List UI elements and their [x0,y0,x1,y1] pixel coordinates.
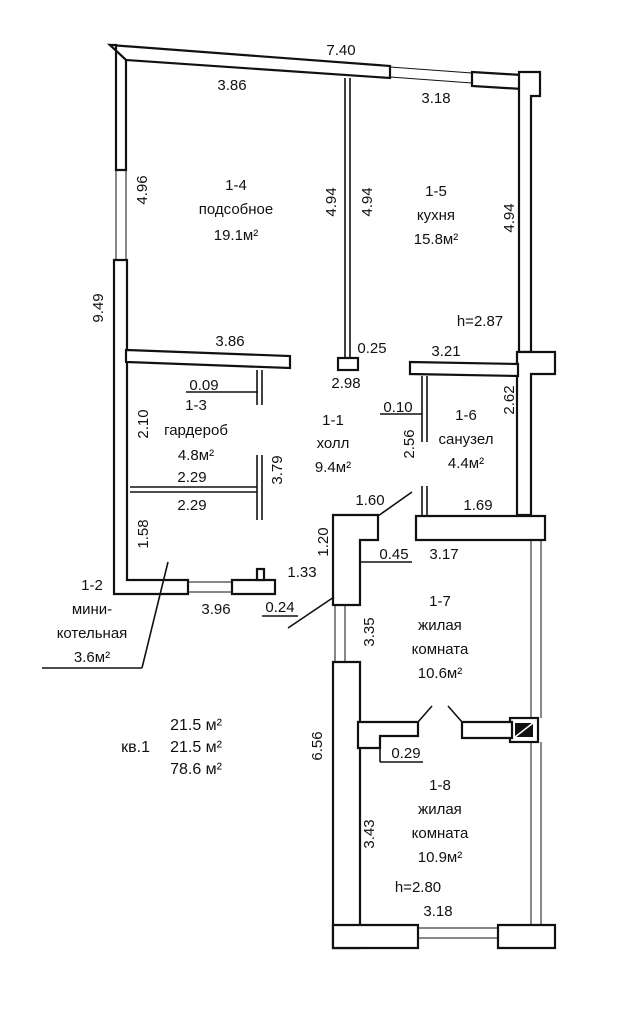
total-line-1: 21.5 м² [170,717,223,734]
room-1-1-area: 9.4м² [315,459,351,476]
room-1-8-id: 1-8 [429,777,451,794]
total-prefix: кв.1 [121,739,150,756]
wall-corridor-upper [331,513,380,607]
room-1-6-name: санузел [439,431,494,448]
wall-sanuzel-bottom [414,514,547,542]
dim-right-upper: 4.94 [501,203,518,232]
room-1-7-id: 1-7 [429,593,451,610]
dim-top-left: 3.86 [217,77,246,94]
dim-wall-386: 3.86 [215,333,244,350]
dim-left-upper: 4.96 [134,175,151,204]
dim-h2: h=2.80 [395,879,441,896]
room-1-5-name: кухня [417,207,455,224]
window-left [115,170,127,260]
dim-318: 3.18 [423,903,452,920]
window-bottom [418,927,498,939]
dim-mid-left-b: 4.94 [359,187,376,216]
room-1-4-name: подсобное [199,201,273,218]
partition-sanuzel [421,376,428,516]
window-corridor [334,605,346,662]
room-1-5-area: 15.8м² [414,231,459,248]
room-1-2-id: 1-2 [81,577,103,594]
room-1-7-name-2: комната [412,641,469,658]
dim-009: 0.09 [189,377,218,394]
dim-post-298: 2.98 [331,375,360,392]
wall-boiler-bottom [230,578,277,596]
room-1-1-id: 1-1 [322,412,344,429]
wall-321 [408,360,520,378]
room-1-8-area: 10.9м² [418,849,463,866]
room-1-6-id: 1-6 [455,407,477,424]
chimney [508,716,540,744]
dim-post-025: 0.25 [357,340,386,357]
dim-top-right: 3.18 [421,90,450,107]
dim-top: 7.40 [326,42,355,59]
dim-169: 1.69 [463,497,492,514]
room-1-2-name-2: котельная [57,625,128,642]
leader-lines [42,391,423,763]
post-025 [336,356,360,372]
window-top [389,66,473,84]
dim-024: 0.24 [265,599,294,616]
wall-right-joint [515,350,557,517]
room-1-4-area: 19.1м² [214,227,259,244]
dim-045: 0.45 [379,546,408,563]
dim-right-262: 2.62 [501,385,518,414]
room-1-3-id: 1-3 [185,397,207,414]
wall-17-18-right [460,720,514,740]
room-1-1-name: холл [317,435,350,452]
wall-right-upper [517,70,542,354]
dim-656: 6.56 [309,731,326,760]
dim-160: 1.60 [355,492,384,509]
window-boiler [188,581,232,593]
dim-210: 2.10 [135,409,152,438]
room-1-2-name-1: мини- [72,601,112,618]
room-1-8-name-1: жилая [418,801,462,818]
dim-229a: 2.29 [177,469,206,486]
wall-top-right [470,70,524,91]
room-1-7-area: 10.6м² [418,665,463,682]
wall-corridor-lower [331,660,362,950]
dim-158: 1.58 [135,519,152,548]
room-1-3-area: 4.8м² [178,447,214,464]
door-swing [417,705,463,723]
dim-010: 0.10 [383,399,412,416]
dim-343: 3.43 [361,819,378,848]
wall-left-upper [107,43,128,172]
dim-029: 0.29 [391,745,420,762]
partition-14-15 [344,78,351,358]
room-1-6-area: 4.4м² [448,455,484,472]
room-1-7-name-1: жилая [418,617,462,634]
dim-379: 3.79 [269,455,286,484]
room-1-8-name-2: комната [412,825,469,842]
boiler-post [255,567,266,582]
total-line-2: 21.5 м² [170,739,223,756]
dim-335: 3.35 [361,617,378,646]
wall-bottom-left [331,923,420,950]
wall-386-mid [124,348,292,370]
wall-left-lower [112,258,190,596]
total-line-3: 78.6 м² [170,761,223,778]
room-1-2-area: 3.6м² [74,649,110,666]
dim-229b: 2.29 [177,497,206,514]
dim-396: 3.96 [201,601,230,618]
room-1-3-name: гардероб [164,422,228,439]
dim-left-total: 9.49 [90,293,107,322]
room-1-4-id: 1-4 [225,177,247,194]
dim-256: 2.56 [401,429,418,458]
partition-garderob [130,370,263,520]
dim-133: 1.33 [287,564,316,581]
dim-wall-321: 3.21 [431,343,460,360]
wall-bottom-right [496,923,557,950]
window-right [530,540,542,925]
room-1-5-id: 1-5 [425,183,447,200]
dim-mid-left-a: 4.94 [323,187,340,216]
dim-120: 1.20 [315,527,332,556]
dim-317: 3.17 [429,546,458,563]
dim-h1: h=2.87 [457,313,503,330]
